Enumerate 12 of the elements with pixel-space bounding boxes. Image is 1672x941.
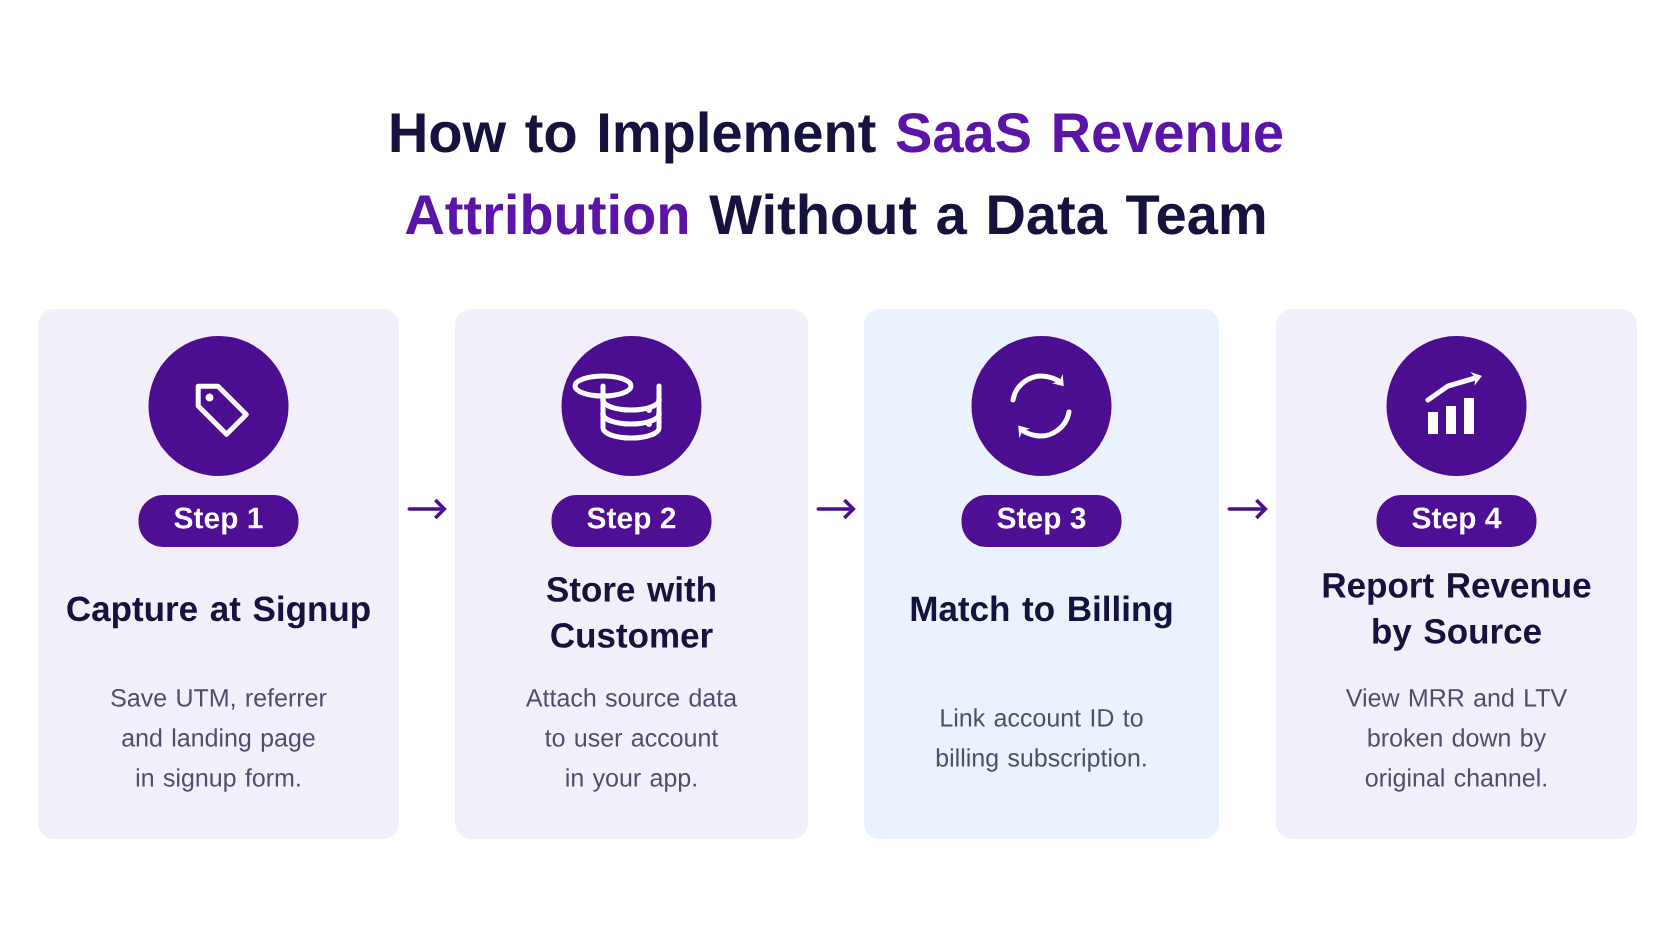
step-description: View MRR and LTV broken down by original channel. <box>1345 688 1568 792</box>
step-heading: Capture at Signup <box>67 595 370 629</box>
step-description: Save UTM, referrer and landing page in signup form. <box>111 688 327 792</box>
step-heading: Match to Billing <box>911 595 1172 629</box>
title: How to Implement SaaS Revenue Attribution Without a Data Team <box>391 111 1283 235</box>
arrow <box>816 498 856 520</box>
step-description: Attach source data to user account in your app. <box>525 688 738 792</box>
step-heading: Store with Customer <box>546 576 715 648</box>
arrow <box>407 498 447 520</box>
step-heading: Report Revenue by Source <box>1323 573 1591 651</box>
step-description: Link account ID to billing subscription. <box>936 708 1146 772</box>
arrow <box>1227 498 1268 520</box>
